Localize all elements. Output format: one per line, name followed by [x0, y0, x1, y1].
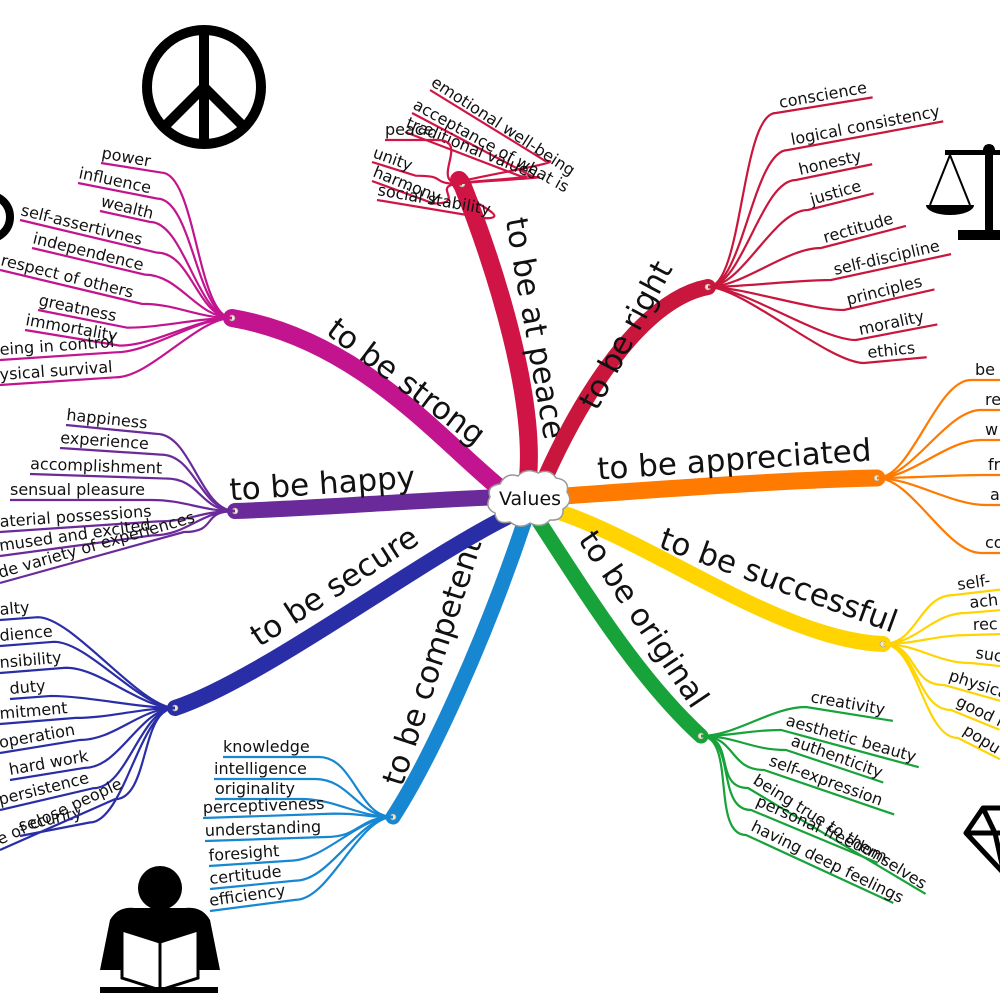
branch-right-leaf-line [707, 192, 874, 289]
branch-peace-leaf-line [371, 179, 463, 205]
branch-competent-leaf: foresight [208, 841, 280, 865]
scales-icon [926, 144, 1000, 240]
branch-peace-leaf-line [376, 182, 496, 220]
peace-sign-icon [142, 25, 266, 149]
branch-right-leaf: ethics [866, 338, 916, 362]
branch-right-leaf-line [707, 120, 944, 289]
branch-competent-leaf-line [209, 815, 394, 913]
branch-right-leaf-line [707, 96, 873, 289]
diamond-icon [963, 805, 1000, 873]
branch-peace-leaf-line [371, 160, 463, 186]
branch-appreciated-leaf-line [876, 473, 1000, 480]
branch-happy-trunk [227, 489, 511, 519]
branch-right-leaf: rectitude [821, 209, 895, 247]
branch-successful-leaf: suc [974, 643, 1000, 666]
branch-happy-leaf-line [59, 446, 236, 513]
branch-competent-trunk [385, 512, 533, 825]
reader-icon [100, 866, 220, 993]
branch-peace-leaf-line [385, 138, 463, 186]
branch-appreciated-leaf: a [990, 485, 1000, 504]
branch-successful-leaf: rec [972, 614, 998, 634]
branch-strong-leaf: eing in control [0, 332, 115, 359]
branch-secure-leaf: alty [0, 597, 30, 619]
branch-successful-leaf-line [882, 642, 1000, 761]
branch-secure-leaf: dience [0, 621, 53, 645]
branch-secure-leaf: duty [9, 676, 47, 698]
branch-appreciated-leaf: fr [988, 455, 1000, 474]
branch-right-leaf-line [707, 224, 907, 289]
branch-secure-leaf-line [0, 706, 176, 852]
branch-right-label: to be right [572, 255, 680, 415]
branch-strong-trunk [223, 309, 511, 499]
branch-appreciated-leaf: w [985, 420, 998, 439]
branch-successful-leaf: self- [956, 571, 991, 594]
branch-competent-leaf: knowledge [223, 737, 310, 756]
branch-right-leaf: conscience [777, 78, 868, 112]
branch-right-leaf-line [707, 163, 873, 289]
branch-strong-leaf-line [19, 218, 233, 320]
branch-right-leaf-line [707, 253, 952, 289]
branch-appreciated-leaf-line [876, 476, 1000, 507]
branch-happy-leaf: accomplishment [30, 454, 163, 478]
branch-successful-trunk [545, 502, 891, 652]
branch-secure-leaf-line [0, 666, 176, 710]
branch-competent-leaf: originality [215, 779, 295, 798]
branch-right-trunk [537, 279, 716, 486]
branch-appreciated-leaf: be [975, 360, 995, 379]
branch-happy-leaf: sensual pleasure [10, 480, 145, 499]
branch-appreciated-leaf-line [876, 438, 1000, 480]
branch-appreciated-leaf: re [985, 390, 1000, 409]
branch-strong-leaf: power [100, 143, 152, 170]
branch-appreciated-leaf: co [985, 533, 1000, 552]
branch-right-leaf: self-discipline [832, 236, 942, 279]
center-node[interactable]: Values [487, 469, 571, 527]
center-label: Values [499, 488, 561, 510]
branch-happy-leaf-line [0, 509, 236, 585]
branch-strong-leaf-line [99, 209, 233, 320]
branch-strong-leaf: ysical survival [0, 357, 113, 384]
branch-original-trunk [530, 512, 709, 744]
branch-competent-leaf: intelligence [214, 759, 307, 778]
branch-secure-leaf-line [9, 694, 176, 710]
branch-successful-leaf: ach [968, 590, 999, 612]
branch-right-leaf: principles [844, 272, 924, 309]
branch-original-leaf-line [700, 734, 894, 904]
branch-appreciated-leaf-line [876, 408, 1000, 480]
branch-strong[interactable]: to be strongpowerinfluencewealthself-ass… [0, 143, 511, 499]
branch-strong-label: to be strong [320, 311, 492, 453]
branch-secure-trunk [167, 509, 515, 716]
branch-appreciated-leaf-line [876, 476, 1000, 555]
branch-peace-leaf: peace [385, 120, 433, 139]
branch-competent-leaf-line [223, 755, 394, 819]
branch-strong-leaf-line [31, 246, 233, 320]
center-cloud-shape [487, 469, 571, 527]
branch-competent-leaf: understanding [204, 817, 321, 840]
partial-symbol-icon [0, 193, 14, 241]
branch-appreciated-trunk [541, 469, 886, 506]
branch-strong-leaf-line [77, 181, 233, 320]
branch-right-leaf-line [707, 285, 927, 365]
branch-competent-leaf: perceptiveness [202, 794, 324, 817]
branch-appreciated-leaf-line [876, 378, 1000, 480]
branch-secure-leaf-line [0, 640, 176, 710]
branch-strong-leaf-line [0, 316, 233, 387]
